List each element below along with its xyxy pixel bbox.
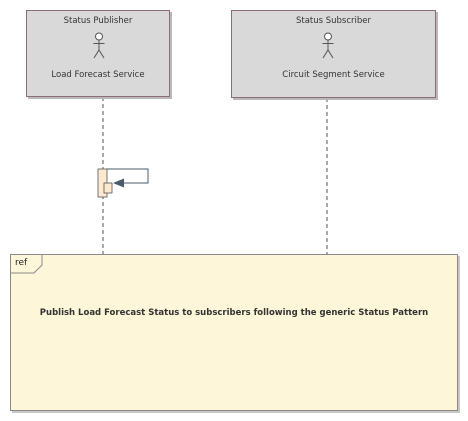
lifeline-status-publisher[interactable]: Status Publisher Load Forecast Service: [26, 10, 170, 97]
interaction-reference-frame[interactable]: ref Publish Load Forecast Status to subs…: [10, 254, 458, 411]
lifeline-stereotype: Status Subscriber: [295, 16, 372, 26]
actor-icon: [93, 32, 105, 59]
self-message-arrowhead: [113, 178, 124, 188]
ref-label-tab: [11, 255, 43, 274]
lifeline-name: Circuit Segment Service: [282, 70, 385, 80]
actor-icon: [322, 32, 334, 59]
self-message-arrow[interactable]: [107, 168, 149, 184]
ref-description: Publish Load Forecast Status to subscrib…: [39, 308, 429, 318]
publisher-nested-activation-bar[interactable]: [103, 182, 113, 194]
ref-label: ref: [15, 258, 28, 268]
lifeline-status-subscriber[interactable]: Status Subscriber Circuit Segment Servic…: [231, 10, 436, 98]
lifeline-stereotype: Status Publisher: [63, 16, 133, 26]
lifeline-name: Load Forecast Service: [51, 70, 145, 80]
